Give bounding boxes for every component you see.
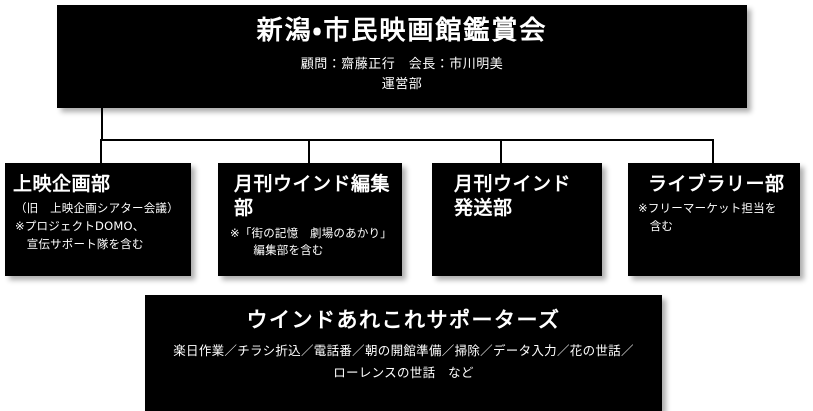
department-node-wind-editorial: 月刊ウインド編集部 ※「街の記憶 劇場のあかり」 編集部を含む <box>218 163 402 276</box>
department-note-line: ※フリーマーケット担当を <box>638 201 777 216</box>
connector-root-stem <box>101 108 103 141</box>
department-notes: ※「街の記憶 劇場のあかり」 編集部を含む <box>226 225 396 261</box>
department-note-line: ※プロジェクトDOMO、 <box>15 219 145 234</box>
connector-drop-dept-4 <box>712 139 714 164</box>
department-node-wind-shipping: 月刊ウインド 発送部 <box>432 163 602 276</box>
department-notes: ※フリーマーケット担当を 含む <box>636 200 794 236</box>
officers-line: 顧問：齋藤正行 会長：市川明美 <box>300 56 504 72</box>
supporters-title: ウインドあれこれサポーターズ <box>246 308 561 332</box>
department-note-line: 含む <box>638 219 674 234</box>
department-node-library: ライブラリー部 ※フリーマーケット担当を 含む <box>628 163 800 276</box>
connector-drop-dept-2 <box>308 139 310 164</box>
connector-drop-dept-3 <box>500 139 502 164</box>
department-note-line: 宣伝サポート隊を含む <box>15 236 144 251</box>
department-note-line: 編集部を含む <box>230 243 324 258</box>
department-node-screening-planning: 上映企画部 （旧 上映企画シアター会議） ※プロジェクトDOMO、 宣伝サポート… <box>5 163 191 276</box>
department-title: 月刊ウインド編集部 <box>234 173 391 220</box>
supporters-node: ウインドあれこれサポーターズ 楽日作業／チラシ折込／電話番／朝の開館準備／掃除／… <box>145 295 662 411</box>
connector-distribution-bar <box>100 139 714 141</box>
organization-title: 新潟・市民映画館鑑賞会 <box>256 16 548 46</box>
connector-drop-dept-1 <box>100 139 102 164</box>
root-node: 新潟・市民映画館鑑賞会 顧問：齋藤正行 会長：市川明美 運営部 <box>57 5 747 108</box>
department-note-line: ※「街の記憶 劇場のあかり」 <box>230 225 392 240</box>
department-title: 上映企画部 <box>13 173 111 195</box>
supporters-task-line: ローレンスの世話 など <box>333 365 474 381</box>
department-note-line: （旧 上映企画シアター会議） <box>15 201 179 216</box>
supporters-task-line: 楽日作業／チラシ折込／電話番／朝の開館準備／掃除／データ入力／花の世話／ <box>173 343 634 359</box>
operations-unit-label: 運営部 <box>381 77 423 93</box>
supporters-task-list: 楽日作業／チラシ折込／電話番／朝の開館準備／掃除／データ入力／花の世話／ ローレ… <box>145 340 662 384</box>
department-title: ライブラリー部 <box>648 173 785 195</box>
department-title: 月刊ウインド 発送部 <box>454 173 572 220</box>
department-notes: （旧 上映企画シアター会議） ※プロジェクトDOMO、 宣伝サポート隊を含む <box>13 200 185 253</box>
